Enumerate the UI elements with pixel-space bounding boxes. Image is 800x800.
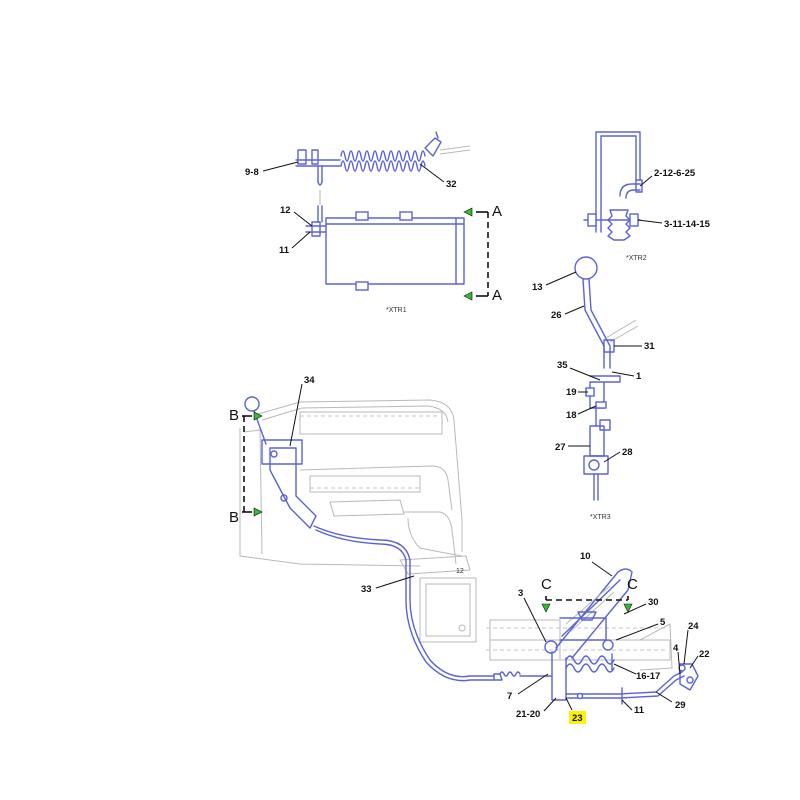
callout-22[interactable]: 22 (699, 649, 710, 660)
section-b-label[interactable]: B (229, 407, 239, 424)
leader-lines (262, 161, 699, 712)
callout-7[interactable]: 7 (507, 691, 512, 702)
callout-34[interactable]: 34 (304, 375, 315, 386)
section-b-label[interactable]: B (229, 509, 239, 526)
section-arrow-icon (463, 207, 473, 217)
section-arrow-icon (253, 507, 263, 517)
callout-11-main[interactable]: 11 (634, 705, 645, 716)
callout-23[interactable]: 23 (572, 713, 583, 724)
section-arrow-icon (623, 603, 633, 613)
pedal-assembly (493, 568, 699, 705)
detail-xtr3 (574, 256, 639, 501)
view-label-xtr1: *XTR1 (386, 307, 407, 314)
callout-32[interactable]: 32 (446, 179, 457, 190)
callout-13[interactable]: 13 (532, 282, 543, 293)
section-c-label[interactable]: C (627, 576, 638, 593)
svg-text:12: 12 (456, 568, 464, 575)
spring-assembly (295, 131, 471, 205)
callout-3-11-14-15[interactable]: 3-11-14-15 (664, 219, 711, 230)
callout-21-20[interactable]: 21-20 (516, 709, 540, 720)
callout-18[interactable]: 18 (566, 410, 577, 421)
callout-16-17[interactable]: 16-17 (636, 671, 660, 682)
callout-31[interactable]: 31 (644, 341, 655, 352)
callout-2-12-6-25[interactable]: 2-12-6-25 (654, 168, 696, 179)
section-a-label[interactable]: A (492, 287, 502, 304)
section-c-label[interactable]: C (541, 576, 552, 593)
section-a-label[interactable]: A (492, 203, 502, 220)
callout-26[interactable]: 26 (551, 310, 562, 321)
callout-19[interactable]: 19 (566, 387, 577, 398)
switch-box (305, 205, 465, 291)
callout-27[interactable]: 27 (555, 442, 566, 453)
section-labels: A A B B C C (229, 203, 638, 593)
callout-35[interactable]: 35 (557, 360, 568, 371)
callout-10[interactable]: 10 (580, 551, 591, 562)
callout-29[interactable]: 29 (675, 700, 686, 711)
section-arrow-icon (541, 603, 551, 613)
view-label-xtr3: *XTR3 (590, 514, 611, 521)
view-labels: *XTR1 *XTR2 *XTR3 (386, 255, 647, 521)
callout-9-8[interactable]: 9-8 (245, 167, 259, 178)
callout-11[interactable]: 11 (279, 245, 290, 256)
callout-highlight (569, 711, 586, 724)
callout-labels: 9-8 32 12 11 2-12-6-25 3-11-14-15 13 26 … (245, 167, 711, 724)
callout-5[interactable]: 5 (660, 617, 666, 628)
detail-xtr1 (295, 131, 489, 301)
callout-12[interactable]: 12 (280, 205, 291, 216)
section-arrow-icon (253, 411, 263, 421)
callout-28[interactable]: 28 (622, 447, 633, 458)
section-c-marker (541, 596, 633, 613)
detail-xtr2 (583, 131, 643, 241)
callout-3[interactable]: 3 (518, 588, 523, 599)
callout-24[interactable]: 24 (688, 621, 699, 632)
section-b-marker (242, 411, 263, 517)
section-a-marker (463, 207, 489, 301)
view-label-xtr2: *XTR2 (626, 255, 647, 262)
callout-33[interactable]: 33 (361, 584, 372, 595)
callout-4[interactable]: 4 (673, 643, 679, 654)
callout-1[interactable]: 1 (636, 371, 642, 382)
section-arrow-icon (463, 291, 473, 301)
hand-lever-assembly (244, 396, 495, 682)
callout-30[interactable]: 30 (648, 597, 659, 608)
console-background: 12 (239, 399, 673, 671)
